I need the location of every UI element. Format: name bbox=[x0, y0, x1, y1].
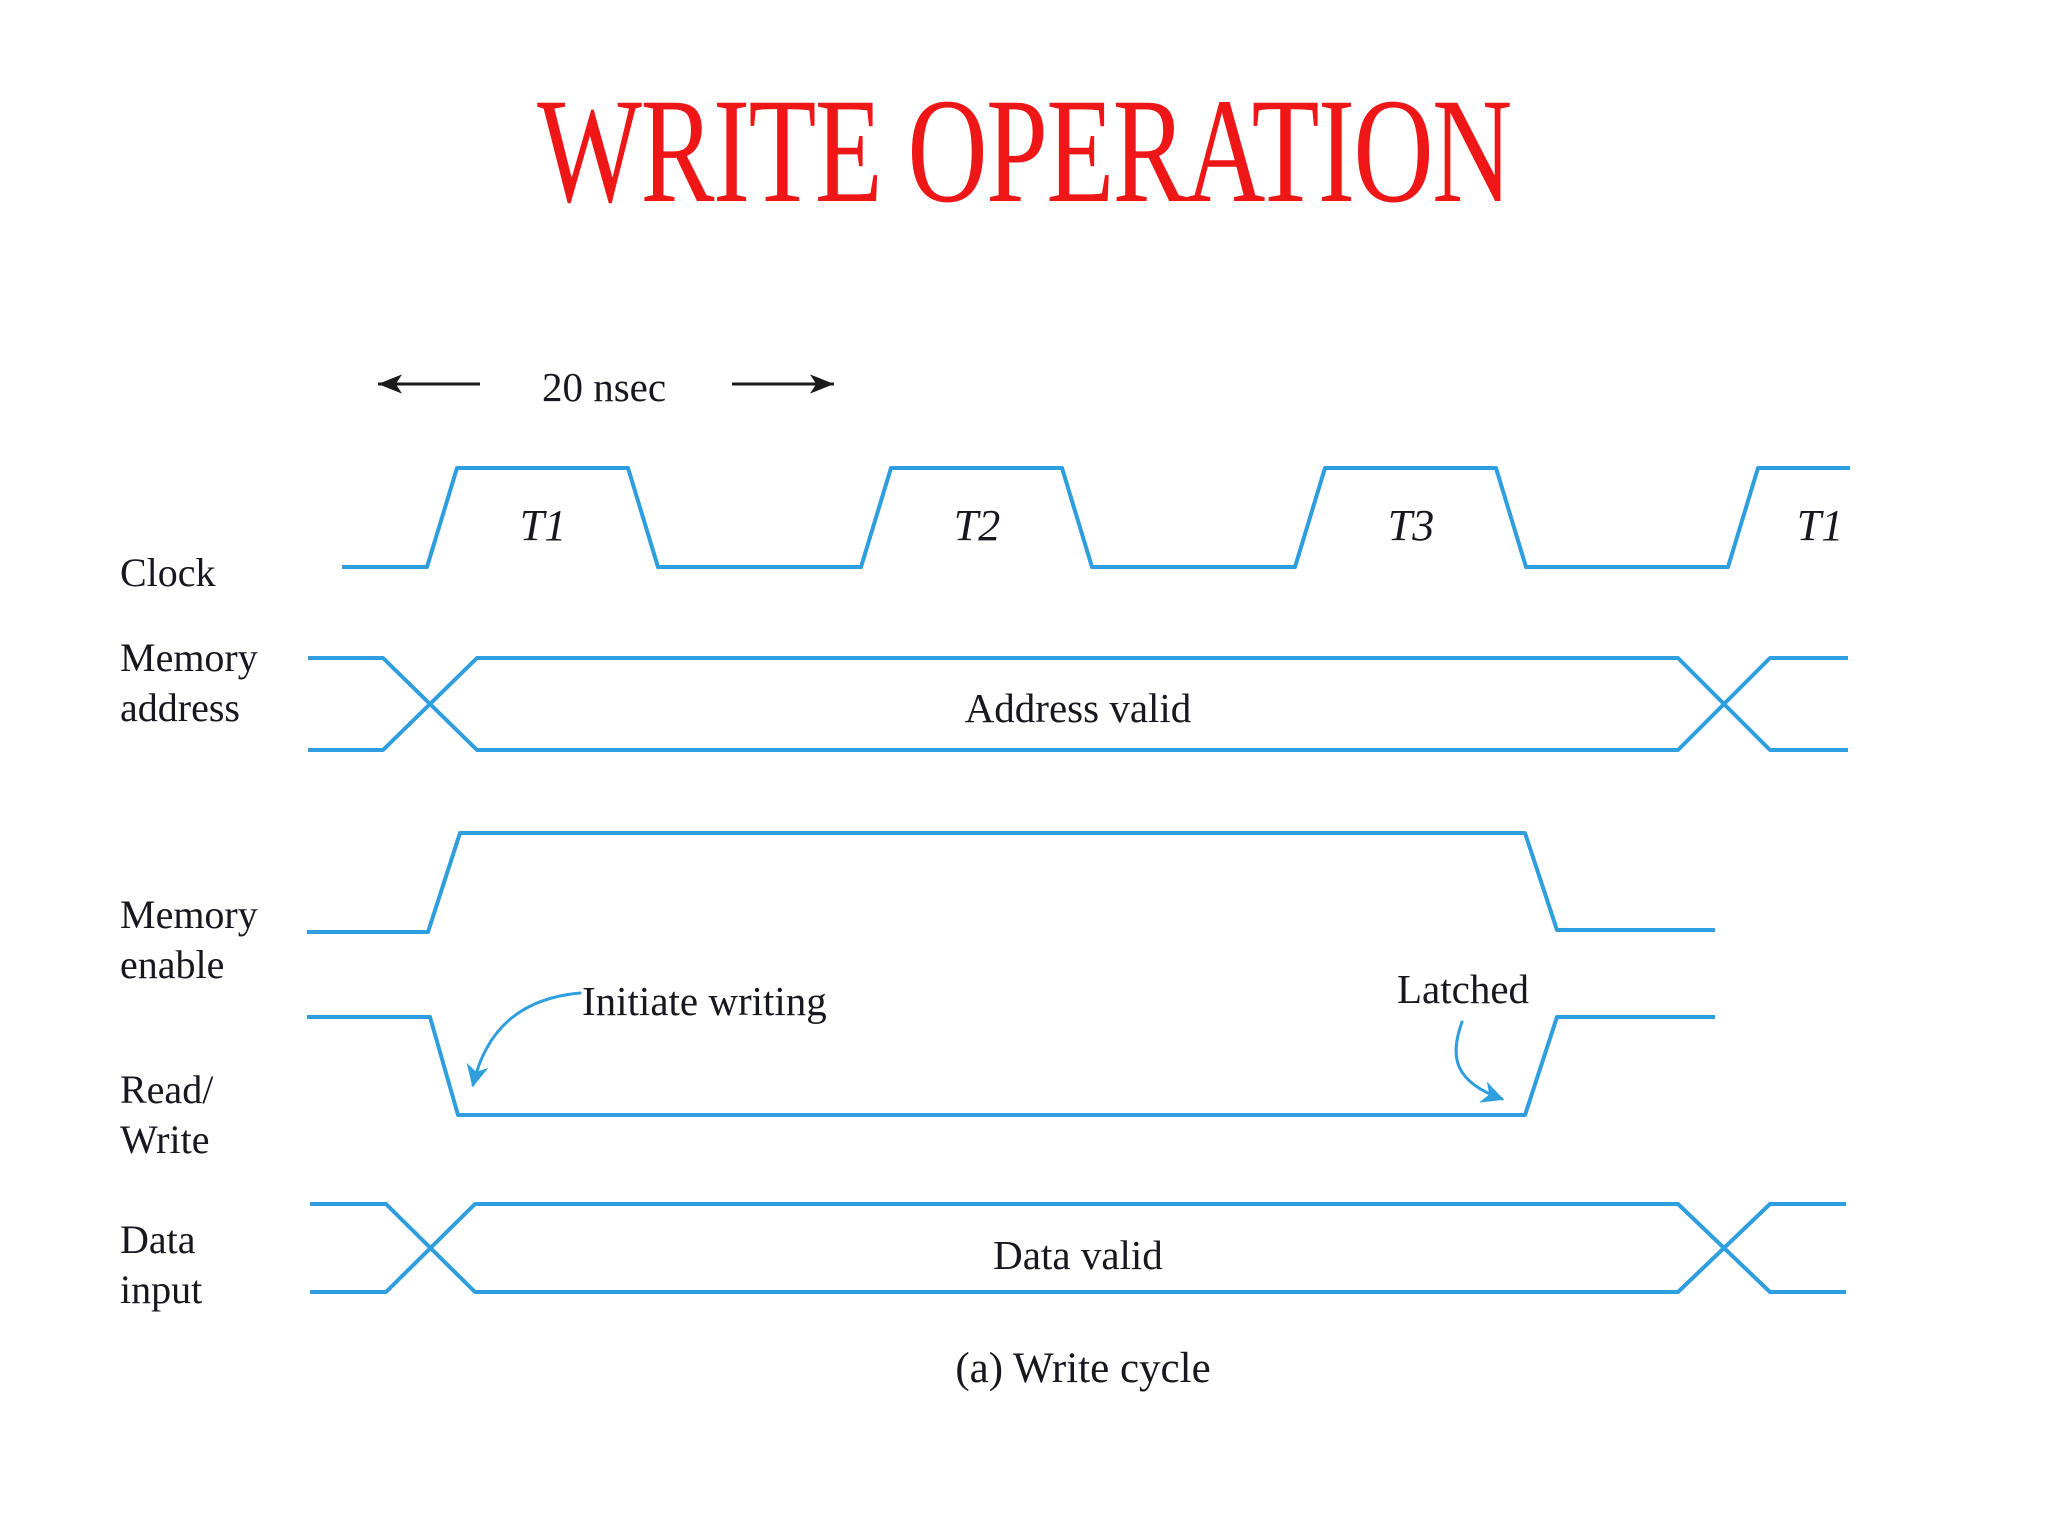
period-label: 20 nsec bbox=[541, 364, 667, 410]
clock-cycle-label-t3: T3 bbox=[1387, 501, 1435, 550]
initiate-writing-annotation: Initiate writing bbox=[582, 978, 827, 1024]
read-write-label: Read/ Write bbox=[120, 1067, 214, 1163]
memory-address-waveform-lower bbox=[308, 656, 1848, 752]
memory-address-label: Memory address bbox=[120, 635, 258, 731]
data-input-waveform-upper bbox=[310, 1202, 1846, 1294]
data-input-label: Data input bbox=[120, 1217, 203, 1313]
clock-cycle-label-t2: T2 bbox=[953, 501, 1001, 550]
data-input-waveform-lower bbox=[310, 1202, 1846, 1294]
read-write-waveform bbox=[307, 1015, 1715, 1117]
latched-annotation: Latched bbox=[1396, 966, 1530, 1012]
data-valid-label: Data valid bbox=[993, 1232, 1163, 1278]
latched-arrow bbox=[1454, 1020, 1505, 1103]
address-valid-label: Address valid bbox=[964, 685, 1192, 731]
clock-label: Clock bbox=[120, 550, 216, 595]
clock-waveform bbox=[342, 466, 1850, 569]
memory-address-waveform-upper bbox=[308, 656, 1848, 752]
initiate-writing-arrow bbox=[466, 991, 582, 1088]
memory-enable-label: Memory enable bbox=[120, 892, 258, 988]
clock-cycle-label-t1: T1 bbox=[519, 501, 567, 550]
figure-caption: (a) Write cycle bbox=[955, 1345, 1211, 1392]
page-title: WRITE OPERATION bbox=[537, 68, 1512, 234]
clock-cycle-label-t1b: T1 bbox=[1796, 501, 1844, 550]
memory-enable-waveform bbox=[307, 831, 1715, 934]
